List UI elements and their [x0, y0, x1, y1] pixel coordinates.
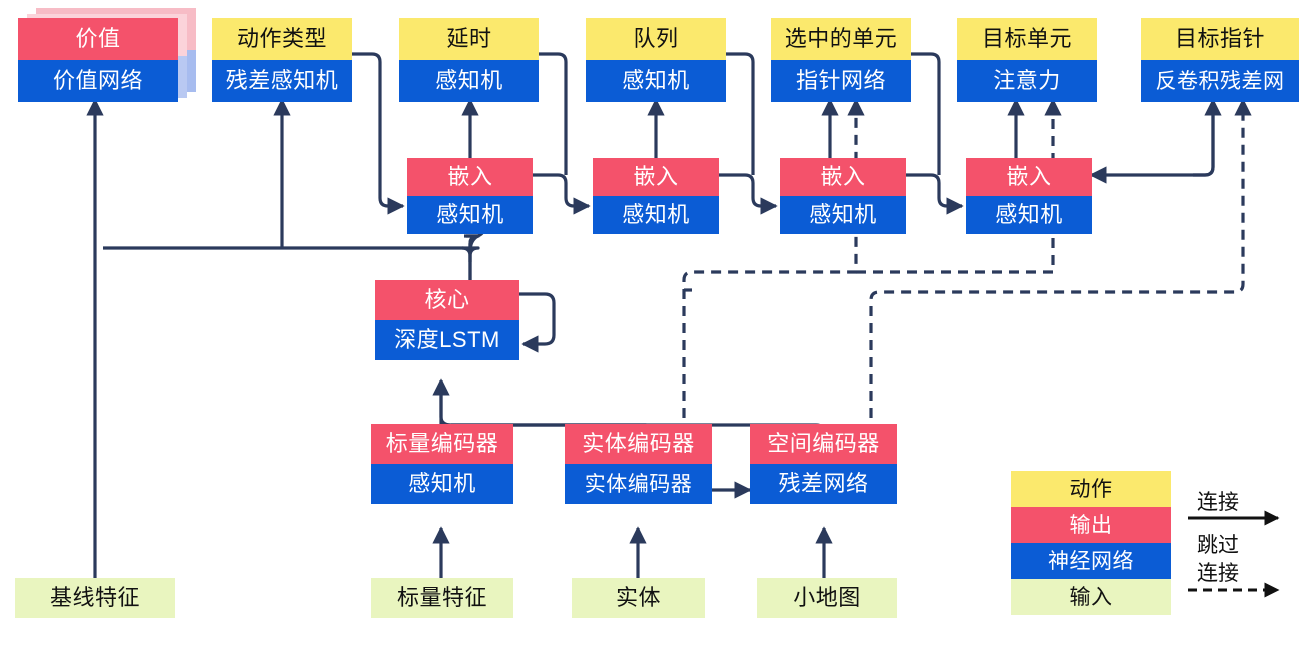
node-action-type-action: 动作类型 [212, 18, 352, 60]
node-queue-action: 队列 [586, 18, 726, 60]
wire-selected-to-embed4feed [911, 52, 941, 175]
node-embed-4[interactable]: 嵌入 感知机 [966, 158, 1092, 234]
wire-core-bus-right [468, 246, 480, 280]
wire-embed1-to-embed2 [533, 173, 591, 215]
node-embed-3[interactable]: 嵌入 感知机 [780, 158, 906, 234]
node-scalar-encoder-network: 感知机 [371, 464, 513, 504]
wire-embed3-to-embed4 [905, 173, 964, 215]
legend-swatch-output: 输出 [1011, 507, 1171, 543]
wire-bus-to-core-stub [439, 392, 452, 427]
legend-swatch-action: 动作 [1011, 471, 1171, 507]
node-spatial-encoder[interactable]: 空间编码器 残差网络 [750, 424, 897, 504]
legend-connect-label: 连接 [1197, 491, 1239, 514]
node-scalar-encoder-output: 标量编码器 [371, 424, 513, 464]
node-embed-2-output: 嵌入 [593, 158, 719, 196]
node-queue-network: 感知机 [586, 60, 726, 102]
node-delay-network: 感知机 [399, 60, 539, 102]
node-input-minimap[interactable]: 小地图 [757, 578, 897, 618]
node-target-unit[interactable]: 目标单元 注意力 [957, 18, 1097, 102]
node-value-output: 价值 [18, 18, 178, 60]
legend-skip-label-2: 连接 [1197, 562, 1239, 585]
wire-core-bus-r3 [466, 234, 480, 262]
node-action-type[interactable]: 动作类型 残差感知机 [212, 18, 352, 102]
node-core-output: 核心 [375, 280, 519, 320]
skip-connections [682, 98, 1252, 452]
wire-delay-to-embed2feed [539, 52, 568, 175]
node-action-type-network: 残差感知机 [212, 60, 352, 102]
node-target-unit-action: 目标单元 [957, 18, 1097, 60]
node-embed-1[interactable]: 嵌入 感知机 [407, 158, 533, 234]
node-embed-4-network: 感知机 [966, 196, 1092, 234]
node-target-point-action: 目标指针 [1141, 18, 1299, 60]
node-scalar-encoder[interactable]: 标量编码器 感知机 [371, 424, 513, 504]
wire-embed4bus-to-targetpoint [1091, 98, 1222, 177]
wire-embed2-to-embed3 [719, 173, 778, 215]
node-target-unit-network: 注意力 [957, 60, 1097, 102]
node-delay-action: 延时 [399, 18, 539, 60]
legend-swatch-input: 输入 [1011, 579, 1171, 615]
node-embed-1-network: 感知机 [407, 196, 533, 234]
wire-core-to-left-bus [103, 246, 472, 280]
node-entity-encoder-network: 实体编码器 [565, 464, 712, 504]
node-spatial-encoder-network: 残差网络 [750, 464, 897, 504]
node-target-point-network: 反卷积残差网 [1141, 60, 1299, 102]
node-value[interactable]: 价值 价值网络 [18, 18, 178, 102]
node-embed-2-network: 感知机 [593, 196, 719, 234]
node-selected-units[interactable]: 选中的单元 指针网络 [771, 18, 911, 102]
node-value-network: 价值网络 [18, 60, 178, 102]
node-entity-encoder-output: 实体编码器 [565, 424, 712, 464]
node-queue[interactable]: 队列 感知机 [586, 18, 726, 102]
wire-core-bus-r2 [464, 234, 480, 248]
node-embed-3-network: 感知机 [780, 196, 906, 234]
wire-queue-to-embed3feed [725, 52, 755, 175]
legend: 动作 输出 神经网络 输入 [1011, 471, 1171, 615]
node-input-entities[interactable]: 实体 [572, 578, 705, 618]
wire-actiontype-to-embed1 [352, 52, 405, 215]
wire-targetpoint-feed2 [1193, 100, 1215, 177]
node-input-scalar-features[interactable]: 标量特征 [371, 578, 513, 618]
legend-swatch-network: 神经网络 [1011, 543, 1171, 579]
legend-skip-label-1: 跳过 [1197, 534, 1239, 557]
node-target-point[interactable]: 目标指针 反卷积残差网 [1141, 18, 1299, 102]
skip-entityenc-to-selectedunits [682, 98, 865, 452]
node-input-baseline-features[interactable]: 基线特征 [15, 578, 175, 618]
node-embed-2[interactable]: 嵌入 感知机 [593, 158, 719, 234]
node-selected-units-action: 选中的单元 [771, 18, 911, 60]
node-embed-3-output: 嵌入 [780, 158, 906, 196]
node-embed-4-output: 嵌入 [966, 158, 1092, 196]
node-core-network: 深度LSTM [375, 320, 519, 360]
node-core[interactable]: 核心 深度LSTM [375, 280, 519, 360]
node-embed-1-output: 嵌入 [407, 158, 533, 196]
node-delay[interactable]: 延时 感知机 [399, 18, 539, 102]
node-selected-units-network: 指针网络 [771, 60, 911, 102]
skip-spatialenc-to-targetpoint [869, 98, 1252, 452]
node-entity-encoder[interactable]: 实体编码器 实体编码器 [565, 424, 712, 504]
node-spatial-encoder-output: 空间编码器 [750, 424, 897, 464]
